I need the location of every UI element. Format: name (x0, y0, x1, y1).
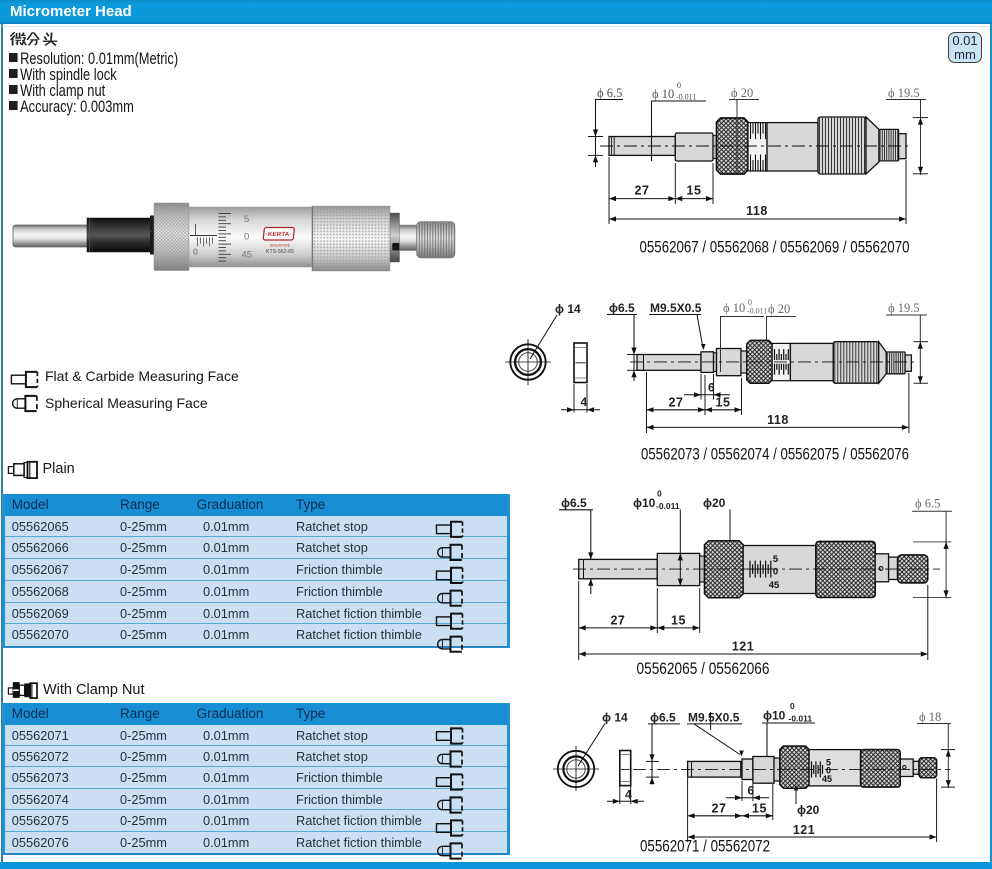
svg-text:ϕ 20: ϕ 20 (731, 86, 753, 100)
svg-text:ϕ 6.5: ϕ 6.5 (915, 497, 940, 511)
svg-text:ϕ20: ϕ20 (797, 803, 820, 817)
svg-text:ϕ 10: ϕ 10 (652, 87, 674, 101)
svg-text:ϕ20: ϕ20 (703, 496, 726, 510)
svg-text:ϕ6.5: ϕ6.5 (650, 711, 676, 725)
svg-text:-0.011: -0.011 (676, 93, 696, 102)
svg-text:ϕ10: ϕ10 (763, 709, 786, 723)
svg-text:M9.5X0.5: M9.5X0.5 (688, 711, 740, 725)
svg-text:-0.011: -0.011 (747, 307, 767, 316)
svg-text:ϕ6.5: ϕ6.5 (561, 496, 587, 510)
svg-text:0: 0 (193, 247, 198, 257)
svg-text:6: 6 (708, 381, 715, 395)
svg-text:118: 118 (767, 413, 789, 427)
svg-text:05562065 / 05562066: 05562065 / 05562066 (637, 660, 770, 678)
svg-text:5: 5 (826, 758, 831, 768)
svg-text:ϕ10: ϕ10 (633, 496, 656, 510)
svg-text:0: 0 (790, 701, 795, 711)
svg-text:ϕ 6.5: ϕ 6.5 (597, 86, 622, 100)
svg-text:4: 4 (625, 788, 632, 802)
svg-text:0: 0 (244, 232, 249, 243)
svg-text:27: 27 (712, 801, 727, 815)
svg-text:15: 15 (752, 801, 767, 815)
svg-text:05562071 / 05562072: 05562071 / 05562072 (640, 838, 770, 856)
svg-text:4: 4 (581, 395, 588, 409)
svg-text:15: 15 (671, 613, 686, 627)
svg-text:ϕ 18: ϕ 18 (919, 710, 941, 724)
svg-text:0: 0 (657, 489, 662, 499)
svg-text:45: 45 (822, 774, 832, 784)
svg-text:-0.011: -0.011 (656, 501, 680, 511)
svg-text:118: 118 (746, 204, 768, 218)
svg-text:0: 0 (826, 766, 831, 776)
svg-text:15: 15 (687, 184, 702, 198)
svg-text:ϕ6.5: ϕ6.5 (609, 301, 635, 315)
svg-text:45: 45 (242, 250, 253, 261)
svg-text:ϕ 14: ϕ 14 (555, 302, 581, 316)
svg-text:ϕ 19.5: ϕ 19.5 (888, 301, 920, 315)
svg-text:5: 5 (244, 214, 249, 225)
svg-text:ϕ 14: ϕ 14 (602, 711, 628, 725)
svg-text:27: 27 (669, 395, 684, 409)
svg-text:KTS-562-65: KTS-562-65 (266, 249, 294, 255)
svg-text:ϕ 10: ϕ 10 (723, 301, 745, 315)
svg-text:-0.011: -0.011 (789, 714, 813, 724)
svg-text:5: 5 (773, 554, 779, 565)
svg-text:M9.5X0.5: M9.5X0.5 (650, 301, 702, 315)
svg-text:27: 27 (610, 613, 625, 627)
svg-text:121: 121 (793, 823, 815, 837)
svg-text:05562067 / 05562068 / 05562069: 05562067 / 05562068 / 05562069 / 0556207… (640, 239, 910, 257)
svg-text:0: 0 (773, 567, 778, 578)
svg-text:SINGAPORE: SINGAPORE (270, 244, 291, 248)
svg-text:0: 0 (748, 298, 752, 307)
svg-text:ϕ 19.5: ϕ 19.5 (888, 86, 920, 100)
svg-text:15: 15 (716, 395, 731, 409)
svg-text:0: 0 (677, 81, 681, 90)
svg-text:ϕ 20: ϕ 20 (768, 302, 790, 316)
svg-text:05562073 / 05562074 / 05562075: 05562073 / 05562074 / 05562075 / 0556207… (641, 446, 909, 464)
svg-text:6: 6 (748, 784, 755, 798)
svg-text:121: 121 (732, 639, 754, 653)
svg-text:45: 45 (769, 580, 780, 591)
svg-text:·KERTA·: ·KERTA· (265, 232, 292, 238)
svg-text:27: 27 (635, 184, 650, 198)
